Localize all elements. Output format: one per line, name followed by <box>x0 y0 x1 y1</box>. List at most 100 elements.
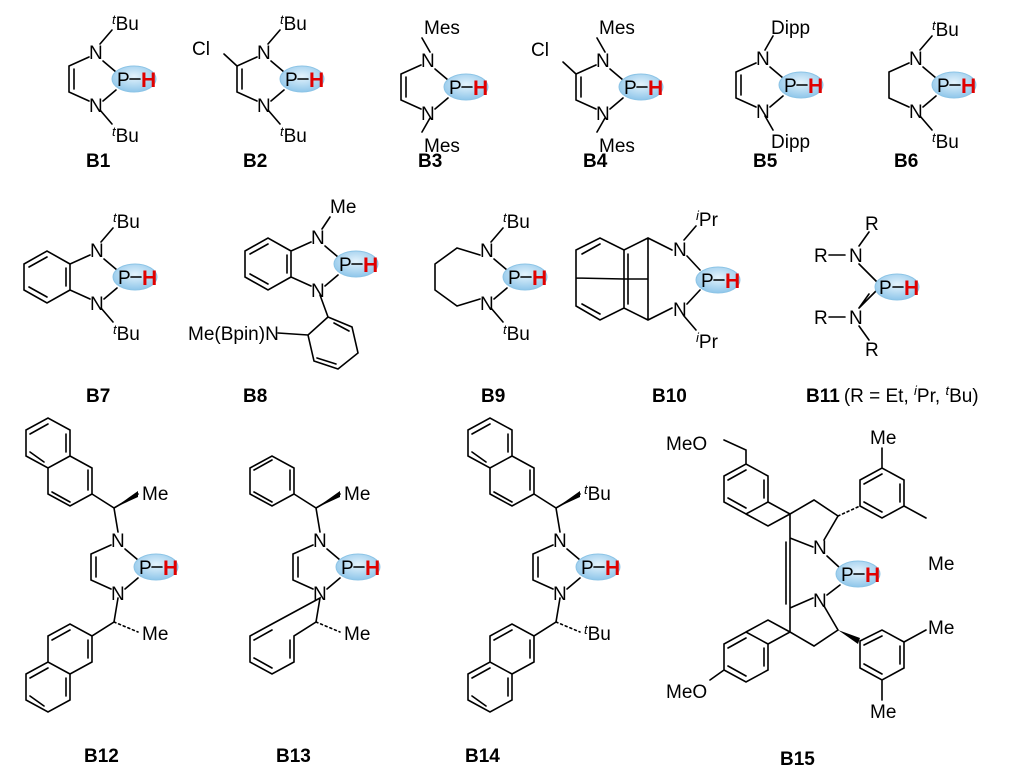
atom-n: N <box>480 241 494 262</box>
structure-b13: N N P H Me Me <box>249 455 381 675</box>
substituent-ipr: iPr <box>696 330 719 353</box>
substituent-mes: Mes <box>424 18 460 39</box>
substituent-tbu: tBu <box>280 12 307 35</box>
atom-h: H <box>532 267 547 290</box>
atom-h: H <box>808 75 823 98</box>
substituent-tbu: tBu <box>280 124 307 147</box>
atom-p: P <box>508 268 521 289</box>
label-b8: B8 <box>243 386 267 407</box>
label-b14: B14 <box>465 746 500 767</box>
label-b9: B9 <box>481 386 505 407</box>
substituent-r: R <box>814 308 828 329</box>
substituent-me: Me <box>870 702 896 723</box>
label-b2: B2 <box>243 151 267 172</box>
label-b4: B4 <box>583 151 608 172</box>
structure-b10: N N P H iPr iPr <box>575 208 741 353</box>
structure-b7: N N P H tBu tBu <box>23 210 158 345</box>
atom-p: P <box>449 78 462 99</box>
substituent-ipr: iPr <box>696 208 719 231</box>
substituent-me-bpin-n: Me(Bpin)N <box>188 324 279 345</box>
atom-p: P <box>285 70 298 91</box>
substituent-me: Me <box>928 618 954 639</box>
atom-n: N <box>673 240 687 261</box>
substituent-dipp: Dipp <box>771 132 810 153</box>
substituent-r: R <box>814 246 828 267</box>
substituent-cl: Cl <box>192 39 210 60</box>
atom-p: P <box>117 70 130 91</box>
atom-n: N <box>89 96 103 117</box>
atom-h: H <box>365 557 380 580</box>
atom-p: P <box>339 255 352 276</box>
atom-h: H <box>473 77 488 100</box>
substituent-cl: Cl <box>531 40 549 61</box>
substituent-mes: Mes <box>424 136 460 157</box>
substituent-dipp: Dipp <box>771 18 810 39</box>
substituent-meo: MeO <box>666 434 707 455</box>
substituent-me: Me <box>330 197 356 218</box>
wedge-bond <box>316 491 340 508</box>
atom-n: N <box>421 104 435 125</box>
substituent-me: Me <box>344 624 370 645</box>
atom-n: N <box>553 531 567 552</box>
atom-n: N <box>90 294 104 315</box>
label-b12: B12 <box>84 746 119 767</box>
atom-n: N <box>480 294 494 315</box>
label-b15: B15 <box>780 749 815 770</box>
atom-n: N <box>849 246 863 267</box>
substituent-meo: MeO <box>666 682 707 703</box>
atom-h: H <box>605 557 620 580</box>
atom-n: N <box>311 281 325 302</box>
structure-b4: N N P H Cl Mes Mes <box>531 18 664 157</box>
atom-p: P <box>701 271 714 292</box>
substituent-tbu: tBu <box>113 210 140 233</box>
atom-h: H <box>648 77 663 100</box>
substituent-r: R <box>865 340 879 361</box>
atom-n: N <box>596 104 610 125</box>
substituent-me: Me <box>928 554 954 575</box>
atom-n: N <box>89 43 103 64</box>
atom-n: N <box>756 49 770 70</box>
substituent-tbu: tBu <box>584 482 611 505</box>
substituent-mes: Mes <box>599 18 635 39</box>
structure-b2: N N P H Cl tBu tBu <box>192 12 325 147</box>
atom-h: H <box>363 254 378 277</box>
substituent-me: Me <box>344 484 370 505</box>
atom-n: N <box>311 228 325 249</box>
structure-b12: N N P H Me Me <box>25 417 179 713</box>
substituent-r: R <box>865 214 879 235</box>
label-b3: B3 <box>418 151 442 172</box>
atom-p: P <box>879 278 892 299</box>
atom-h: H <box>142 267 157 290</box>
atom-p: P <box>118 268 131 289</box>
substituent-me: Me <box>142 624 168 645</box>
substituent-tbu: tBu <box>113 322 140 345</box>
atom-p: P <box>784 76 797 97</box>
substituent-tbu: tBu <box>503 210 530 233</box>
atom-p: P <box>841 565 854 586</box>
label-b7: B7 <box>86 386 110 407</box>
atom-p: P <box>581 558 594 579</box>
label-b1: B1 <box>86 151 111 172</box>
substituent-tbu: tBu <box>112 124 139 147</box>
atom-p: P <box>624 78 637 99</box>
structure-b6: N N P H tBu tBu <box>888 18 977 153</box>
atom-n: N <box>813 538 827 559</box>
atom-n: N <box>90 241 104 262</box>
structure-b9: N N P H tBu tBu <box>434 210 548 345</box>
substituent-tbu: tBu <box>503 322 530 345</box>
substituent-tbu: tBu <box>584 622 611 645</box>
label-b6: B6 <box>894 151 918 172</box>
atom-h: H <box>961 75 976 98</box>
atom-n: N <box>553 584 567 605</box>
substituent-me: Me <box>870 428 896 449</box>
atom-n: N <box>313 531 327 552</box>
atom-n: N <box>111 584 125 605</box>
atom-n: N <box>421 51 435 72</box>
structure-b3: N N P H Mes Mes <box>400 18 489 157</box>
structure-b14: N N P H tBu tBu <box>467 417 621 713</box>
atom-n: N <box>111 531 125 552</box>
atom-n: N <box>909 102 923 123</box>
label-b10: B10 <box>652 386 687 407</box>
structure-b1: N N P H tBu tBu <box>68 12 157 147</box>
